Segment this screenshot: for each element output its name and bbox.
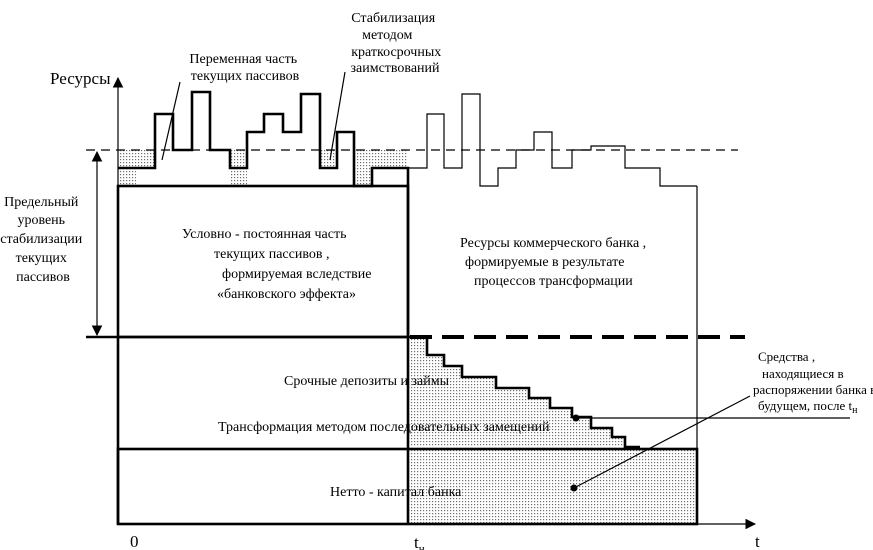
term-deposits-label: Срочные депозиты и займы bbox=[284, 374, 450, 389]
limit-level-line-4: текущих bbox=[16, 251, 67, 266]
limit-level-line-2: уровень bbox=[17, 213, 65, 228]
leader-variable-part bbox=[161, 81, 181, 161]
leader-net-capital bbox=[573, 395, 751, 489]
future-funds-line-1: Средства , bbox=[758, 349, 815, 364]
constant-part-line-2: текущих пассивов , bbox=[214, 247, 329, 262]
staircase-line bbox=[408, 335, 640, 449]
fluctuation-line-future bbox=[407, 93, 697, 187]
dot-staircase bbox=[572, 414, 580, 422]
variable-part-line-1: Переменная часть bbox=[189, 52, 297, 67]
limit-level-line-5: пассивов bbox=[16, 270, 70, 285]
future-funds-line-2: находящиеся в bbox=[762, 366, 844, 381]
th-label-main: t bbox=[414, 533, 419, 550]
x-axis-label: t bbox=[755, 532, 760, 550]
transformation-label: Трансформация методом последовательных з… bbox=[218, 420, 550, 435]
y-axis-label: Ресурсы bbox=[50, 69, 111, 88]
stab-title: Стабилизация методом краткосрочных заимс… bbox=[350, 11, 444, 76]
variable-part-line-2: текущих пассивов bbox=[191, 69, 300, 84]
future-funds-line-3: распоряжении банка в bbox=[753, 382, 873, 397]
constant-part-label: Условно - постоянная часть текущих пасси… bbox=[182, 227, 375, 302]
net-capital-box bbox=[116, 447, 699, 526]
future-funds-sub: н bbox=[852, 405, 858, 416]
stab-title-line-3: краткосрочных bbox=[351, 45, 441, 60]
shade-fluct-3 bbox=[320, 150, 337, 168]
bank-resources-line-1: Ресурсы коммерческого банка , bbox=[460, 236, 646, 251]
future-funds-label: Средства , находящиеся в распоряжении ба… bbox=[753, 349, 873, 416]
shade-staircase bbox=[408, 337, 625, 447]
variable-part-label: Переменная часть текущих пассивов bbox=[189, 52, 300, 84]
th-label: tн bbox=[414, 533, 425, 550]
bank-resources-line-2: формируемые в результате bbox=[465, 255, 624, 270]
limit-level-line-1: Предельный bbox=[4, 195, 79, 210]
constant-part-line-3: формируемая вследствие bbox=[222, 267, 372, 282]
constant-part-line-1: Условно - постоянная часть bbox=[182, 227, 346, 242]
th-label-sub: н bbox=[419, 543, 425, 550]
text-labels: Ресурсы 0 t tн Стабилизация методом крат… bbox=[0, 11, 873, 550]
bank-resources-label: Ресурсы коммерческого банка , формируемы… bbox=[460, 236, 650, 289]
fluctuation-line-past bbox=[118, 90, 410, 188]
bank-resources-line-3: процессов трансформации bbox=[474, 274, 633, 289]
origin-label: 0 bbox=[130, 532, 139, 550]
stab-title-line-4: заимствований bbox=[350, 61, 440, 76]
shade-net-capital bbox=[408, 449, 697, 523]
limit-level-line-3: стабилизации bbox=[0, 232, 83, 247]
net-capital-label: Нетто - капитал банка bbox=[330, 485, 462, 500]
stab-title-line-1: Стабилизация bbox=[351, 11, 435, 26]
leader-lines bbox=[161, 71, 850, 492]
constant-part-line-4: «банковского эффекта» bbox=[217, 287, 356, 302]
dot-net-capital bbox=[570, 484, 578, 492]
leader-stabilization bbox=[329, 71, 346, 161]
stab-title-line-2: методом bbox=[362, 28, 412, 43]
limit-level-label: Предельный уровень стабилизации текущих … bbox=[0, 195, 86, 285]
shaded-regions bbox=[118, 150, 697, 523]
future-funds-line-4: будущем, после t bbox=[758, 398, 852, 413]
